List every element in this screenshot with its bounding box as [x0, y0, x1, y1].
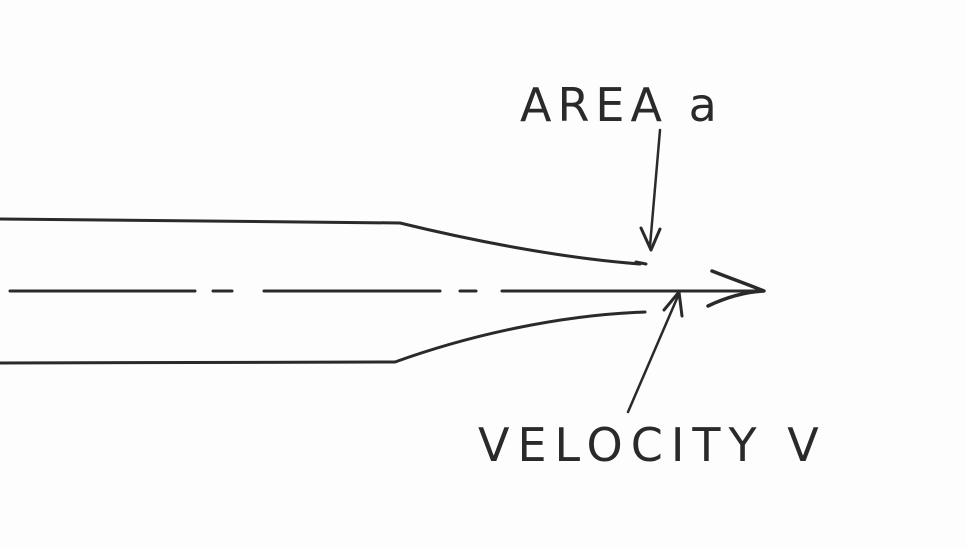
velocity-leader-arrowhead [662, 290, 684, 318]
flow-arrowhead [706, 269, 766, 308]
area-label: AREA a [520, 78, 723, 132]
velocity-label: VELOCITY V [478, 418, 827, 472]
area-leader-arrowhead [639, 226, 662, 252]
upper-wall [0, 217, 642, 266]
velocity-leader-line [626, 294, 680, 414]
area-leader-line [648, 128, 662, 248]
upper-wall-tip [634, 260, 648, 266]
lower-wall [0, 310, 647, 365]
